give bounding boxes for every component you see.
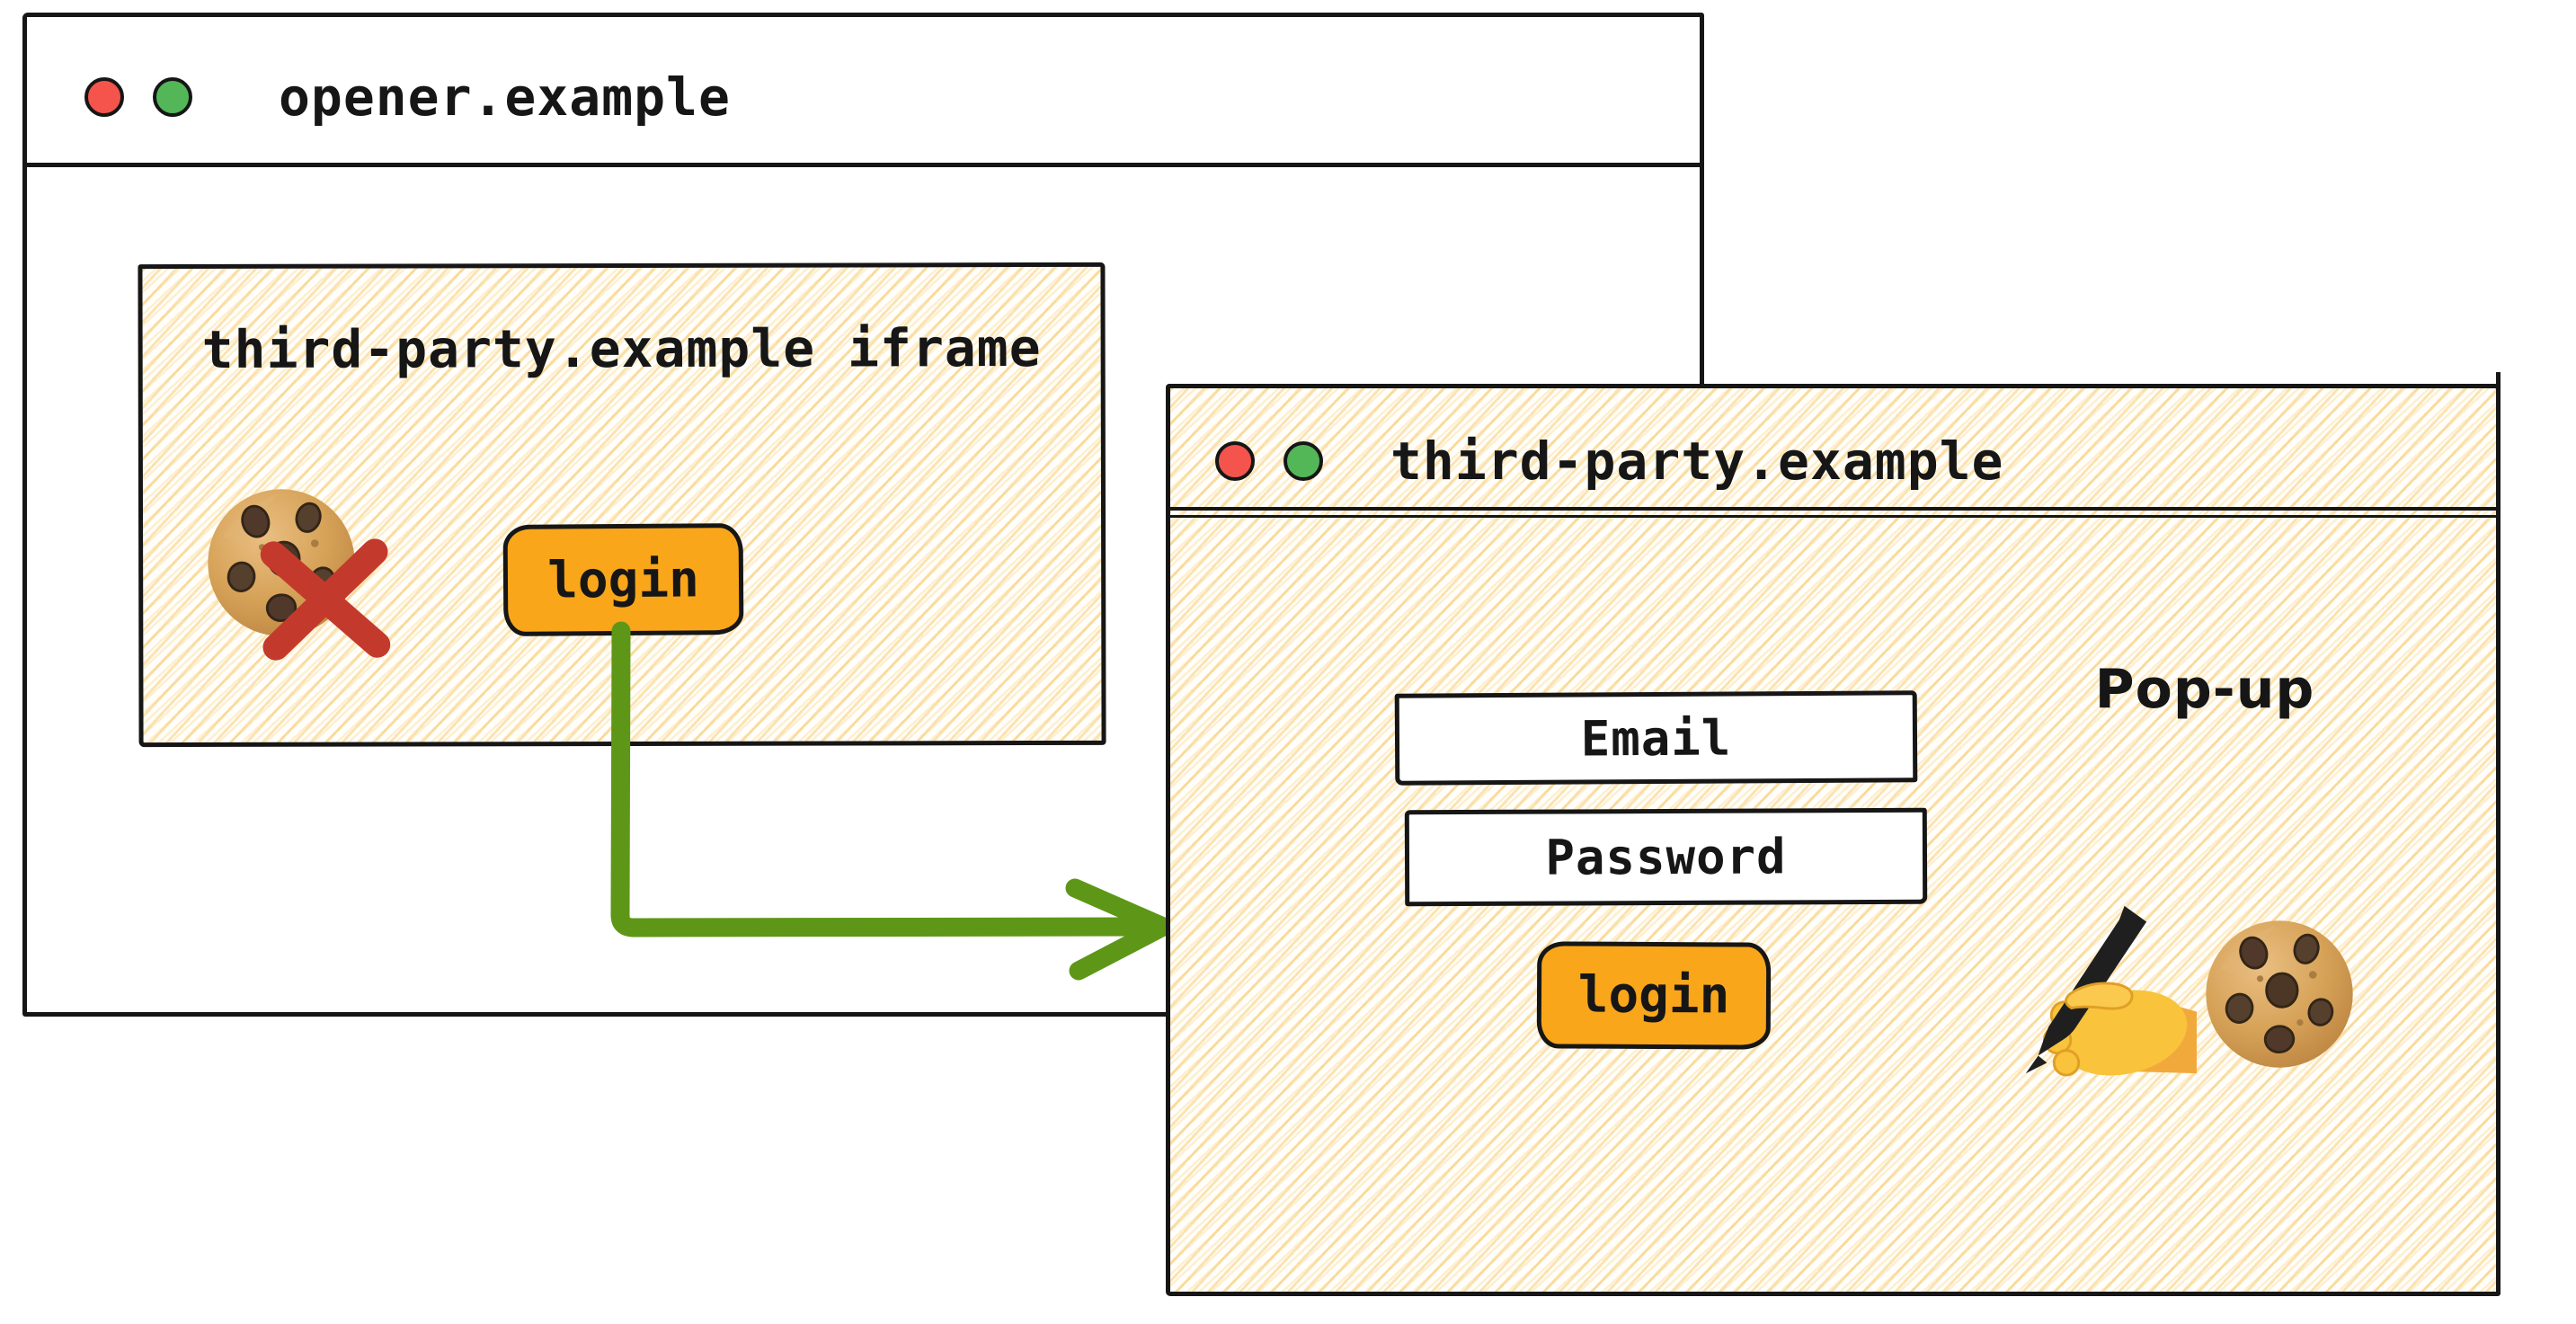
open-button-icon[interactable] [1284, 441, 1323, 481]
writing-hand-icon [2024, 904, 2197, 1077]
close-button-icon[interactable] [84, 77, 124, 117]
email-input[interactable]: Email [1394, 690, 1918, 786]
password-input[interactable]: Password [1404, 807, 1928, 907]
opener-titlebar: opener.example [27, 17, 1700, 167]
popup-label: Pop-up [2094, 658, 2315, 721]
cookie-icon [2204, 919, 2355, 1070]
iframe-login-button[interactable]: login [502, 523, 744, 636]
popup-window: third-party.example Pop-up Email Passwor… [1166, 372, 2500, 1296]
blocked-x-icon [254, 530, 396, 669]
popup-titlebar: third-party.example [1168, 388, 2499, 518]
popup-login-button[interactable]: login [1536, 941, 1772, 1050]
close-button-icon[interactable] [1215, 441, 1255, 481]
open-button-icon[interactable] [153, 77, 192, 117]
iframe-label: third-party.example iframe [201, 317, 1042, 380]
popup-window-title: third-party.example [1390, 431, 2004, 492]
opener-window-title: opener.example [279, 67, 731, 128]
